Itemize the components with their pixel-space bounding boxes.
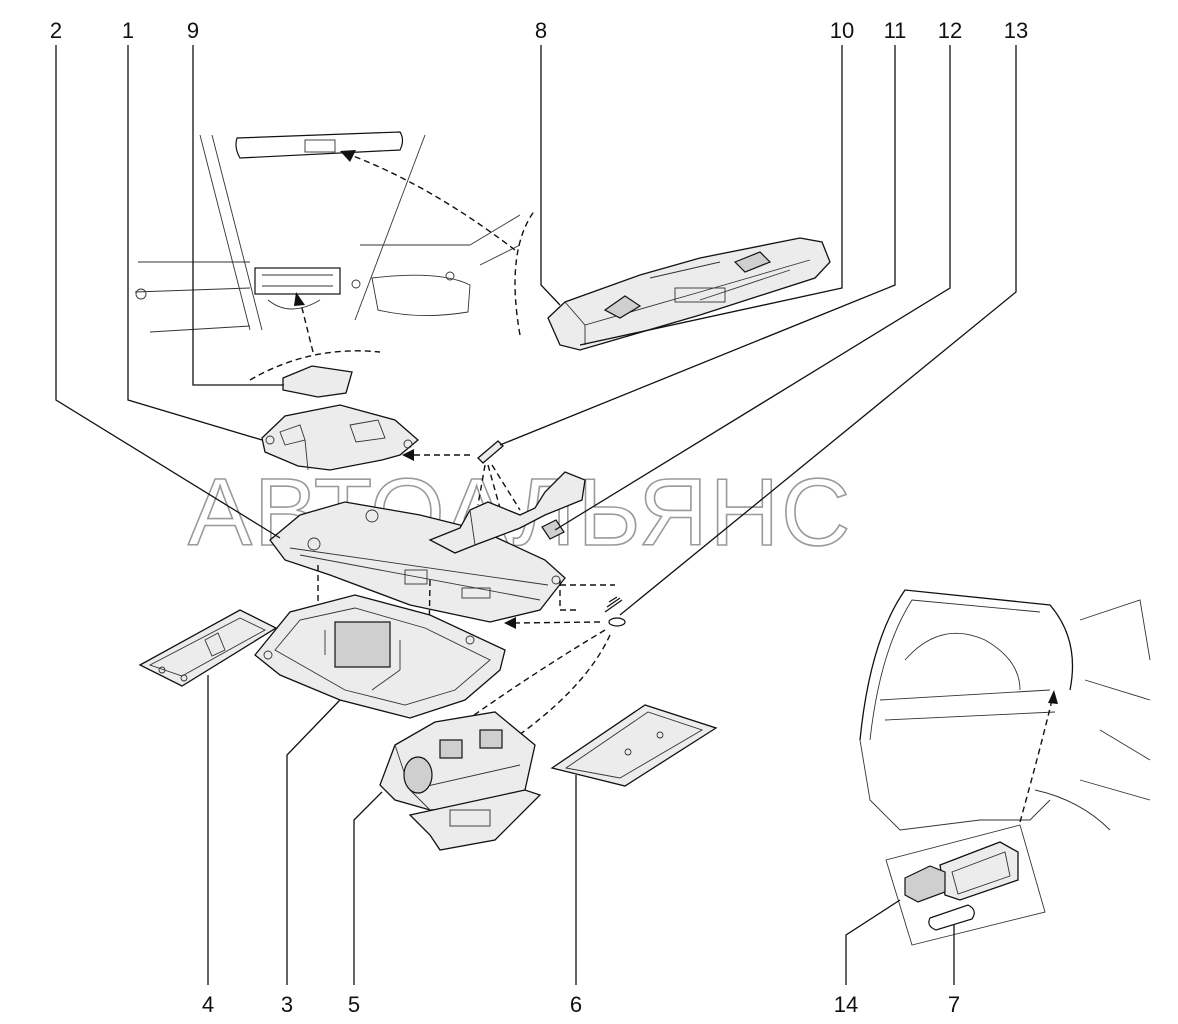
callout-3: 3 <box>281 992 293 1017</box>
part-11-pin <box>477 440 504 464</box>
callout-10: 10 <box>830 18 854 43</box>
callout-8: 8 <box>535 18 547 43</box>
callout-7: 7 <box>948 992 960 1017</box>
part-8-roof-console <box>547 237 831 351</box>
callout-14: 14 <box>834 992 858 1017</box>
part-14-lamp-box <box>885 824 1046 946</box>
part-6-lens <box>550 704 718 787</box>
part-4-side-lens <box>138 609 278 687</box>
part-1-bracket <box>261 404 420 471</box>
callout-2: 2 <box>50 18 62 43</box>
callout-6: 6 <box>570 992 582 1017</box>
roof-interior-sketch <box>134 131 536 381</box>
part-13-screw <box>604 596 626 627</box>
part-5-lamp-housing <box>379 711 542 851</box>
callout-13: 13 <box>1004 18 1028 43</box>
callout-11: 11 <box>884 18 907 43</box>
part-2-base-plate <box>269 501 566 623</box>
part-12-clip <box>541 519 565 540</box>
part-3-frame <box>254 594 506 719</box>
callout-numbers: 2 1 9 8 10 11 12 13 4 3 5 6 14 7 <box>50 18 1028 1017</box>
part-9-pad <box>282 365 353 398</box>
callout-9: 9 <box>187 18 199 43</box>
part-7-bulb <box>928 904 975 931</box>
callout-5: 5 <box>348 992 360 1017</box>
callout-12: 12 <box>938 18 962 43</box>
callout-4: 4 <box>202 992 214 1017</box>
leader-lines <box>55 45 1017 985</box>
callout-1: 1 <box>122 18 134 43</box>
part-10-wire-bracket <box>428 471 586 554</box>
tailgate-sketch <box>859 589 1151 831</box>
